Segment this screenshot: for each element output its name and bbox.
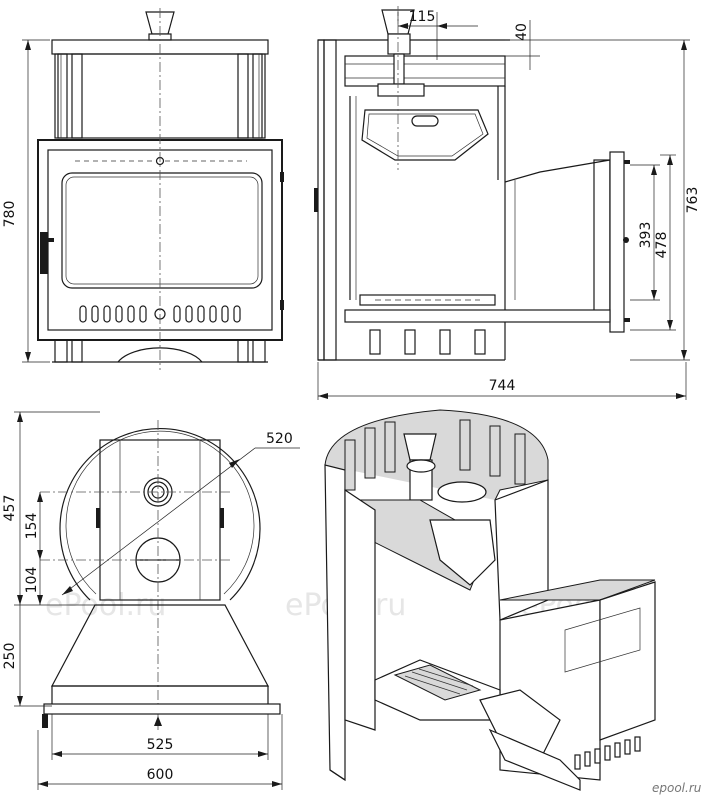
front-view: 780 bbox=[2, 8, 284, 370]
side-view: 115 40 744 763 393 478 bbox=[314, 6, 701, 400]
top-view: 520 457 154 104 250 525 600 bbox=[2, 411, 300, 790]
cylinder-ribs bbox=[344, 419, 526, 491]
dim-250: 250 bbox=[2, 643, 18, 670]
dim-520: 520 bbox=[266, 431, 293, 447]
dim-780: 780 bbox=[2, 201, 18, 228]
site-logo: epool.ru bbox=[652, 781, 702, 795]
dim-600: 600 bbox=[147, 767, 174, 783]
dim-154: 154 bbox=[24, 513, 40, 540]
front-vent-slots bbox=[79, 305, 241, 323]
dim-457: 457 bbox=[2, 495, 18, 522]
dim-763: 763 bbox=[685, 187, 701, 214]
dim-40: 40 bbox=[514, 23, 530, 41]
iso-vent-slots bbox=[574, 736, 641, 770]
dim-478: 478 bbox=[654, 232, 670, 259]
dim-393: 393 bbox=[638, 222, 654, 249]
dim-104: 104 bbox=[24, 567, 40, 594]
dim-744: 744 bbox=[489, 378, 516, 394]
dim-115: 115 bbox=[409, 9, 436, 25]
dim-525: 525 bbox=[147, 737, 174, 753]
isometric-cutaway bbox=[324, 409, 656, 791]
